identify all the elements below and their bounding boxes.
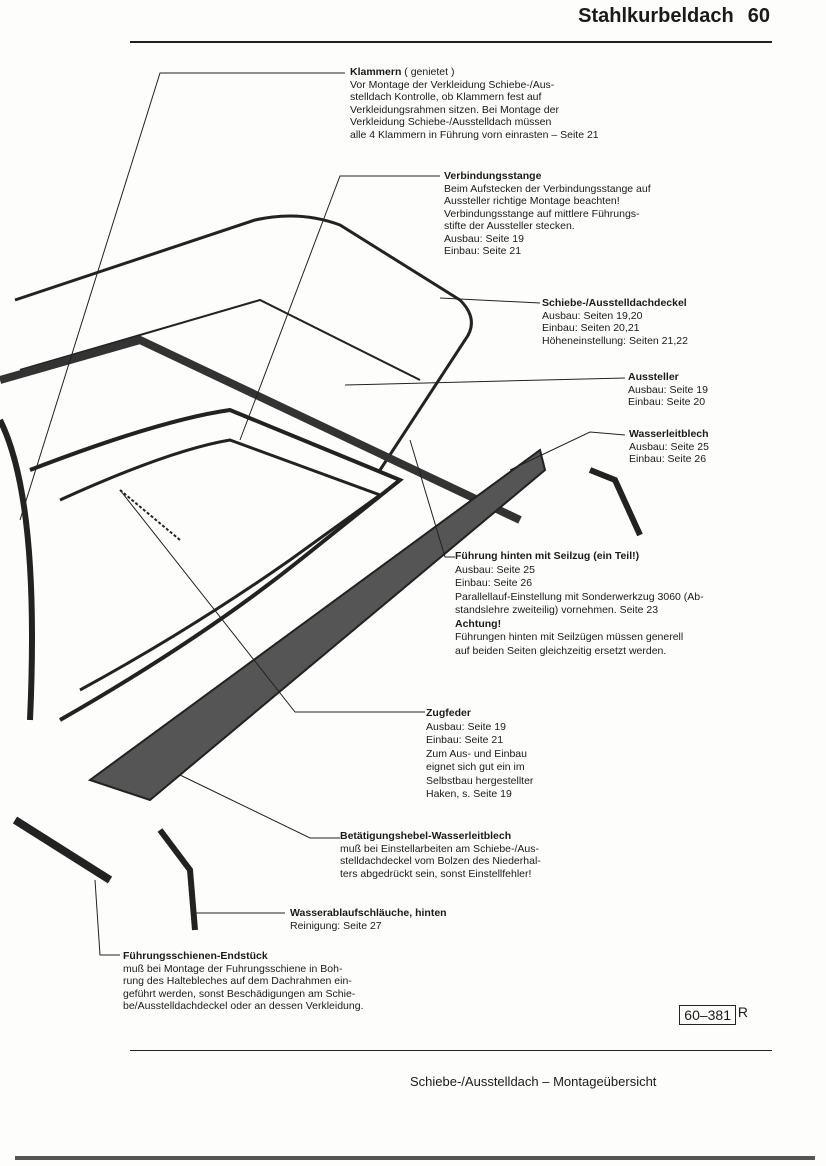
callout-line: Höheneinstellung: Seiten 21,22 bbox=[542, 334, 688, 347]
callout-line: Ausbau: Seiten 19,20 bbox=[542, 309, 643, 322]
footer-rule bbox=[130, 1050, 772, 1051]
callout-line: rung des Haltebleches auf dem Dachrahmen… bbox=[123, 975, 352, 987]
callout-title: Verbindungsstange bbox=[444, 170, 542, 182]
callout-klammern: Klammern ( genietet ) Vor Montage der Ve… bbox=[350, 66, 599, 141]
page-header: Stahlkurbeldach 60 bbox=[564, 4, 770, 28]
header-title: Stahlkurbeldach bbox=[578, 5, 734, 27]
callout-line: alle 4 Klammern in Führung vorn einraste… bbox=[350, 128, 599, 141]
callout-line: Einbau: Seite 20 bbox=[628, 396, 706, 408]
callout-line: Aussteller richtige Montage beachten! bbox=[444, 195, 620, 207]
footer-title: Schiebe-/Ausstelldach – Montageübersicht bbox=[410, 1074, 657, 1089]
callout-line: Einbau: Seite 21 bbox=[444, 245, 522, 257]
callout-title: Führungsschienen-Endstück bbox=[123, 950, 268, 962]
callout-line: be/Ausstelldachdeckel oder an dessen Ver… bbox=[123, 1000, 364, 1012]
callout-line: stifte der Aussteller stecken. bbox=[444, 220, 575, 232]
scan-edge bbox=[15, 1156, 815, 1160]
callout-line: Haken, s. Seite 19 bbox=[426, 788, 512, 800]
warning-line: auf beiden Seiten gleichzeitig ersetzt w… bbox=[455, 644, 667, 657]
figure-number: 60–381 bbox=[679, 1005, 736, 1025]
callout-line: Einbau: Seite 26 bbox=[455, 577, 533, 589]
callout-hebel: Betätigungshebel-Wasserleitblech muß bei… bbox=[340, 830, 541, 880]
callout-endstueck: Führungsschienen-Endstück muß bei Montag… bbox=[123, 950, 364, 1013]
callout-wasserleitblech: Wasserleitblech Ausbau: Seite 25 Einbau:… bbox=[629, 428, 709, 466]
callout-fuehrung: Führung hinten mit Seilzug (ein Teil!) A… bbox=[455, 550, 704, 658]
callout-title: Schiebe-/Ausstelldachdeckel bbox=[542, 297, 687, 309]
callout-note: ( genietet ) bbox=[404, 66, 455, 78]
callout-line: ters abgedrückt sein, sonst Einstellfehl… bbox=[340, 867, 532, 880]
callout-zugfeder: Zugfeder Ausbau: Seite 19 Einbau: Seite … bbox=[426, 707, 533, 802]
callout-line: Verkleidungsrahmen sitzen. Bei Montage d… bbox=[350, 103, 559, 116]
callout-line: Zum Aus- und Einbau bbox=[426, 747, 527, 760]
callout-title: Wasserablaufschläuche, hinten bbox=[290, 907, 447, 919]
callout-line: Parallellauf-Einstellung mit Sonderwerkz… bbox=[455, 590, 704, 603]
callout-line: Vor Montage der Verkleidung Schiebe-/Aus… bbox=[350, 78, 555, 91]
callout-title: Betätigungshebel-Wasserleitblech bbox=[340, 830, 512, 842]
callout-line: Verbindungsstange auf mittlere Führungs- bbox=[444, 207, 640, 220]
callout-line: Ausbau: Seite 19 bbox=[426, 720, 506, 733]
callout-title: Wasserleitblech bbox=[629, 428, 709, 440]
callout-title: Führung hinten mit Seilzug (ein Teil!) bbox=[455, 550, 640, 562]
callout-line: standslehre zweiteilig) vornehmen. Seite… bbox=[455, 604, 659, 616]
warning-line: Führungen hinten mit Seilzügen müssen ge… bbox=[455, 631, 684, 643]
header-rule bbox=[130, 41, 772, 43]
callout-line: geführt werden, sonst Beschädigungen am … bbox=[123, 987, 356, 1000]
callout-line: stelldachdeckel vom Bolzen des Niederhal… bbox=[340, 855, 541, 867]
callout-line: eignet sich gut ein im bbox=[426, 761, 525, 773]
callout-title: Aussteller bbox=[628, 371, 679, 383]
callout-line: Ausbau: Seite 19 bbox=[444, 232, 524, 245]
callout-line: Beim Aufstecken der Verbindungsstange au… bbox=[444, 182, 651, 195]
callout-line: Einbau: Seite 21 bbox=[426, 734, 504, 746]
figure-suffix: R bbox=[737, 1004, 748, 1020]
callout-line: Einbau: Seiten 20,21 bbox=[542, 322, 640, 334]
callout-title: Klammern bbox=[350, 66, 402, 78]
callout-line: muß bei Montage der Fuhrungsschiene in B… bbox=[123, 962, 343, 975]
callout-line: Selbstbau hergestellter bbox=[426, 774, 534, 787]
callout-schlaeuche: Wasserablaufschläuche, hinten Reinigung:… bbox=[290, 907, 447, 932]
callout-title: Zugfeder bbox=[426, 707, 471, 719]
callout-line: Einbau: Seite 26 bbox=[629, 453, 707, 465]
warning-title: Achtung! bbox=[455, 617, 502, 630]
callout-deckel: Schiebe-/Ausstelldachdeckel Ausbau: Seit… bbox=[542, 297, 688, 347]
callout-aussteller: Aussteller Ausbau: Seite 19 Einbau: Seit… bbox=[628, 371, 708, 409]
callout-line: Ausbau: Seite 19 bbox=[628, 383, 708, 396]
callout-line: muß bei Einstellarbeiten am Schiebe-/Aus… bbox=[340, 842, 540, 855]
callout-line: Reinigung: Seite 27 bbox=[290, 919, 382, 932]
callout-line: Ausbau: Seite 25 bbox=[629, 440, 709, 453]
callout-line: Ausbau: Seite 25 bbox=[455, 563, 535, 576]
callout-verbindungsstange: Verbindungsstange Beim Aufstecken der Ve… bbox=[444, 170, 651, 258]
page-number: 60 bbox=[747, 5, 770, 27]
callout-line: stelldach Kontrolle, ob Klammern fest au… bbox=[350, 91, 542, 103]
callout-line: Verkleidung Schiebe-/Ausstelldach müssen bbox=[350, 116, 552, 128]
